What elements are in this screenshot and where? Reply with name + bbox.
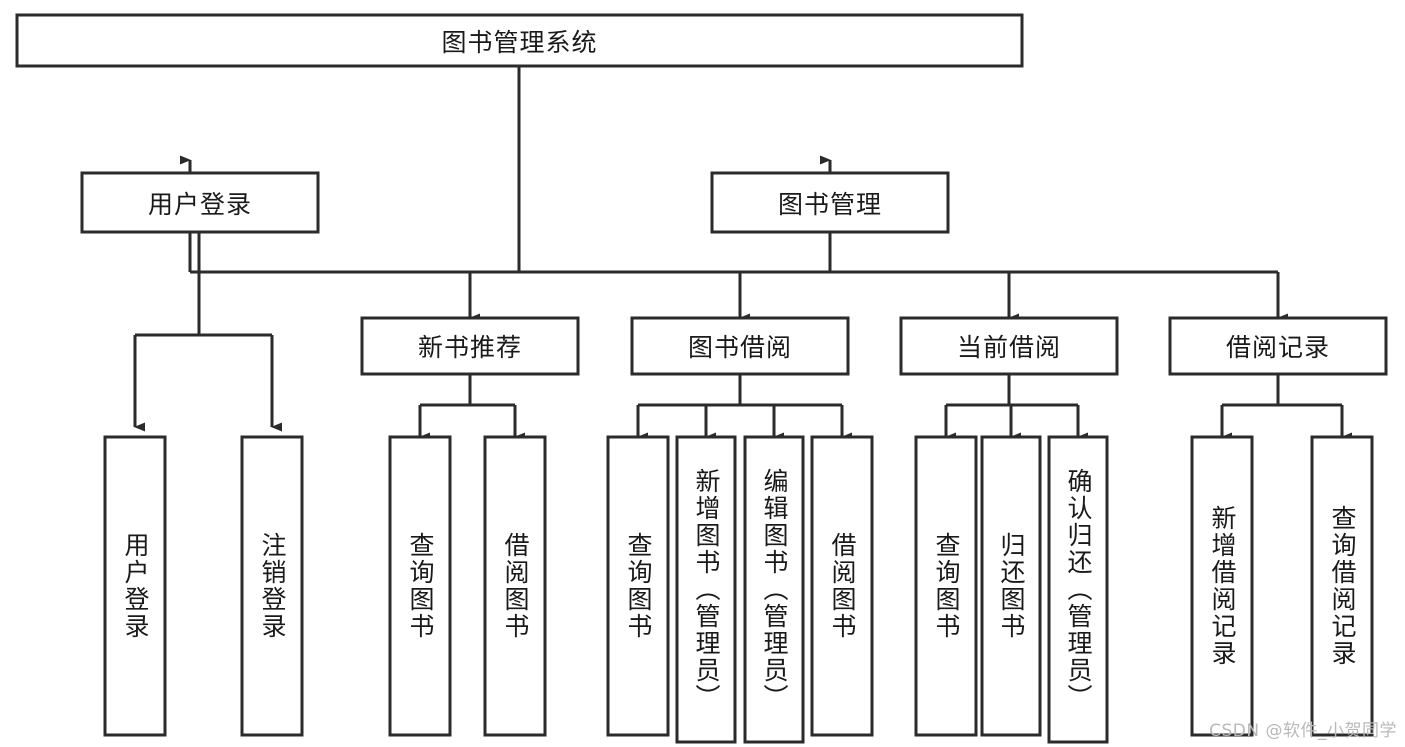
connector-group-borrow-record xyxy=(1220,374,1352,442)
node-box-leaf-confirm-return[interactable] xyxy=(1047,435,1109,744)
connector-group-current-borrow xyxy=(944,374,1088,442)
node-box-leaf-query-book-3[interactable] xyxy=(914,435,978,737)
node-box-leaf-add-book[interactable] xyxy=(675,435,737,744)
connector-group-user-login xyxy=(133,232,282,432)
node-box-new-book-recommend[interactable] xyxy=(360,316,580,376)
node-box-leaf-logout[interactable] xyxy=(240,435,304,737)
connector-group-book-borrow xyxy=(636,374,852,442)
node-box-leaf-user-login[interactable] xyxy=(103,435,167,737)
node-box-leaf-return-book[interactable] xyxy=(980,435,1042,737)
connector-group-root xyxy=(180,66,832,274)
node-box-leaf-add-record[interactable] xyxy=(1190,435,1254,737)
connector-group-new-book-recommend xyxy=(418,374,525,442)
node-box-leaf-edit-book[interactable] xyxy=(743,435,805,744)
node-box-user-login[interactable] xyxy=(80,171,320,234)
node-box-book-borrow[interactable] xyxy=(630,316,850,376)
node-box-leaf-query-book-2[interactable] xyxy=(606,435,670,737)
node-box-leaf-borrow-book-2[interactable] xyxy=(810,435,874,737)
watermark-text: CSDN @软件_小贺同学 xyxy=(1209,721,1397,741)
node-box-book-manage[interactable] xyxy=(710,171,950,234)
node-box-leaf-borrow-book-1[interactable] xyxy=(483,435,547,737)
node-box-current-borrow[interactable] xyxy=(899,316,1119,376)
node-box-leaf-query-record[interactable] xyxy=(1310,435,1374,737)
node-box-borrow-record[interactable] xyxy=(1168,316,1388,376)
node-box-root[interactable] xyxy=(15,13,1024,68)
connector-group-book-manage xyxy=(468,232,1288,323)
node-box-leaf-query-book-1[interactable] xyxy=(388,435,452,737)
